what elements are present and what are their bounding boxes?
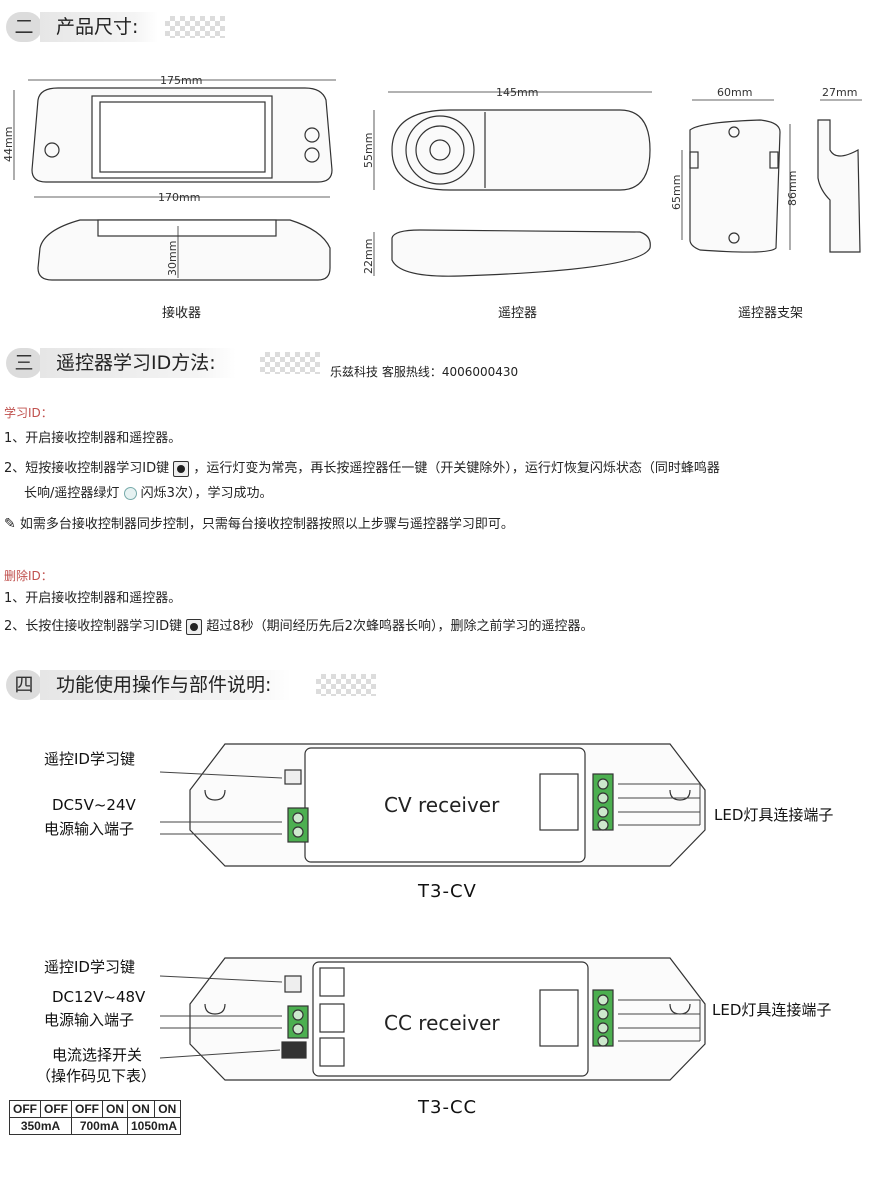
cc-model: T3-CC [418,1097,478,1118]
decorative-pattern [260,352,320,374]
cc-switch-label: 电流选择开关 [52,1046,143,1064]
cv-receiver-drawing: CV receiver [159,743,706,867]
section-header-learn-id: 三 遥控器学习ID方法: [0,346,320,380]
dim-holder-depth: 27mm [822,86,857,99]
learn-step2: 2、短按接收控制器学习ID键 ，运行灯变为常亮，再长按遥控器任一键（开关键除外）… [4,460,720,477]
dim-receiver-top: 175mm [160,74,202,87]
dim-receiver-depth: 30mm [166,241,179,276]
dimension-drawings: 175mm 170mm 44mm 30mm 145mm 55mm 22mm 60… [2,74,862,281]
dim-remote-length: 145mm [496,86,538,99]
dim-holder-width: 60mm [717,86,752,99]
cc-receiver-drawing: CC receiver [159,957,706,1081]
learn-step2-cont: 长响/遥控器绿灯 闪烁3次），学习成功。 [24,486,273,501]
cv-power-range: DC5V~24V [52,796,136,814]
dim-receiver-bottom: 170mm [158,191,200,204]
section-number: 三 [6,348,42,378]
caption-holder: 遥控器支架 [738,306,804,321]
cc-switch-note: （操作码见下表） [36,1067,157,1085]
learn-key-icon [186,618,203,635]
current-table: OFF OFF OFF ON ON ON 350mA 700mA 1050mA [9,1100,182,1135]
cc-body-label: CC receiver [384,1011,500,1035]
section-number: 二 [6,12,42,42]
cc-power-range: DC12V~48V [52,988,146,1006]
hotline: 乐兹科技 客服热线：4006000430 [330,365,519,379]
dim-holder-height: 86mm [786,171,799,206]
section-title: 遥控器学习ID方法: [40,348,236,378]
delete-step1: 1、开启接收控制器和遥控器。 [4,591,182,606]
code-cell: OFF [9,1100,41,1118]
dim-holder-inner: 65mm [670,175,683,210]
delete-heading: 删除ID： [4,569,53,583]
value-cell: 1050mA [126,1117,182,1135]
section-title: 产品尺寸: [40,12,159,42]
current-values-row: 350mA 700mA 1050mA [9,1117,182,1135]
note-icon: ✎ [4,516,16,532]
value-cell: 700mA [71,1117,128,1135]
cc-learn-key-label: 遥控ID学习键 [44,958,135,976]
cv-led-label: LED灯具连接端子 [714,806,834,824]
dim-remote-thickness: 22mm [362,239,375,274]
cc-power-label: 电源输入端子 [44,1011,135,1029]
code-cell: ON [127,1100,155,1118]
dim-remote-width: 55mm [362,133,375,168]
section-number: 四 [6,670,42,700]
learn-key-icon [173,460,190,477]
value-cell: 350mA [9,1117,72,1135]
delete-step2: 2、长按住接收控制器学习ID键 超过8秒（期间经历先后2次蜂鸣器长响），删除之前… [4,618,594,635]
code-cell: OFF [40,1100,72,1118]
section-title: 功能使用操作与部件说明: [40,670,292,700]
green-led-icon [123,487,137,500]
cv-learn-key-label: 遥控ID学习键 [44,750,135,768]
cv-body-label: CV receiver [384,793,500,817]
section-header-functions: 四 功能使用操作与部件说明: [0,668,380,702]
code-cell: ON [102,1100,128,1118]
caption-receiver: 接收器 [162,306,202,321]
code-cell: ON [153,1100,182,1118]
section-header-dimensions: 二 产品尺寸: [0,10,240,44]
learn-note: ✎ 如需多台接收控制器同步控制，只需每台接收控制器按照以上步骤与遥控器学习即可。 [4,516,514,532]
decorative-pattern [316,674,376,696]
cv-power-label: 电源输入端子 [44,820,135,838]
cc-led-label: LED灯具连接端子 [712,1001,832,1019]
caption-remote: 遥控器 [498,306,538,321]
decorative-pattern [165,16,225,38]
dim-receiver-height: 44mm [2,127,15,162]
learn-heading: 学习ID： [4,406,53,420]
current-codes-row: OFF OFF OFF ON ON ON [9,1100,182,1118]
code-cell: OFF [71,1100,103,1118]
cv-model: T3-CV [418,881,477,902]
learn-step1: 1、开启接收控制器和遥控器。 [4,431,182,446]
